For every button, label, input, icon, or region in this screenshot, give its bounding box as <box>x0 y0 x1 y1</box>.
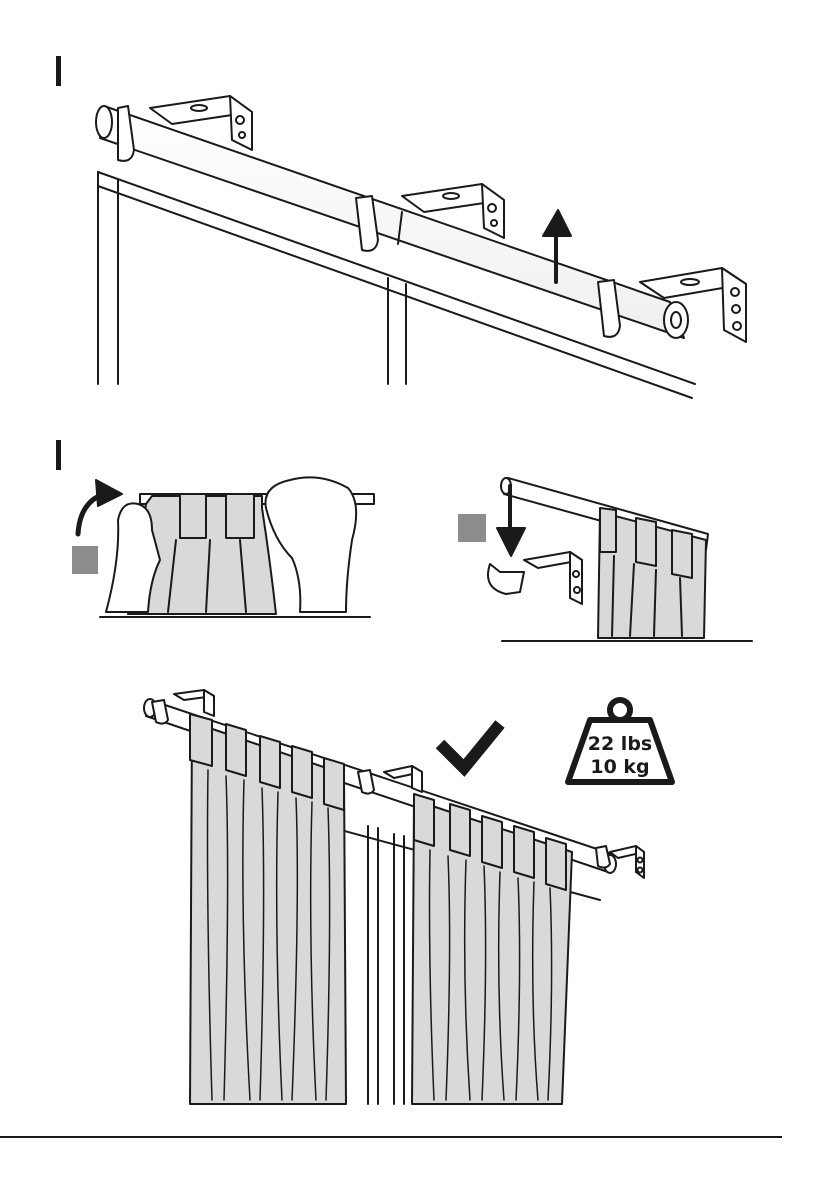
wall-bracket <box>488 552 582 604</box>
rod-hook-left <box>118 106 134 161</box>
step-2b-illustration <box>458 478 752 641</box>
bracket-final-right <box>596 846 644 878</box>
right-hand <box>266 477 357 612</box>
curtain-rod <box>96 106 688 338</box>
step-2a-marker <box>72 546 98 574</box>
step-2b-marker <box>458 514 486 542</box>
checkmark-icon <box>440 724 500 768</box>
step-1-illustration <box>96 96 746 398</box>
step-3-illustration: 22 lbs 10 kg <box>144 690 672 1104</box>
footer-divider <box>0 1136 782 1138</box>
weight-lbs-label: 22 lbs <box>588 733 652 755</box>
weight-icon: 22 lbs 10 kg <box>568 700 672 782</box>
curved-arrow-icon <box>78 480 122 534</box>
weight-kg-label: 10 kg <box>590 756 649 778</box>
step-2a-illustration <box>72 477 374 617</box>
